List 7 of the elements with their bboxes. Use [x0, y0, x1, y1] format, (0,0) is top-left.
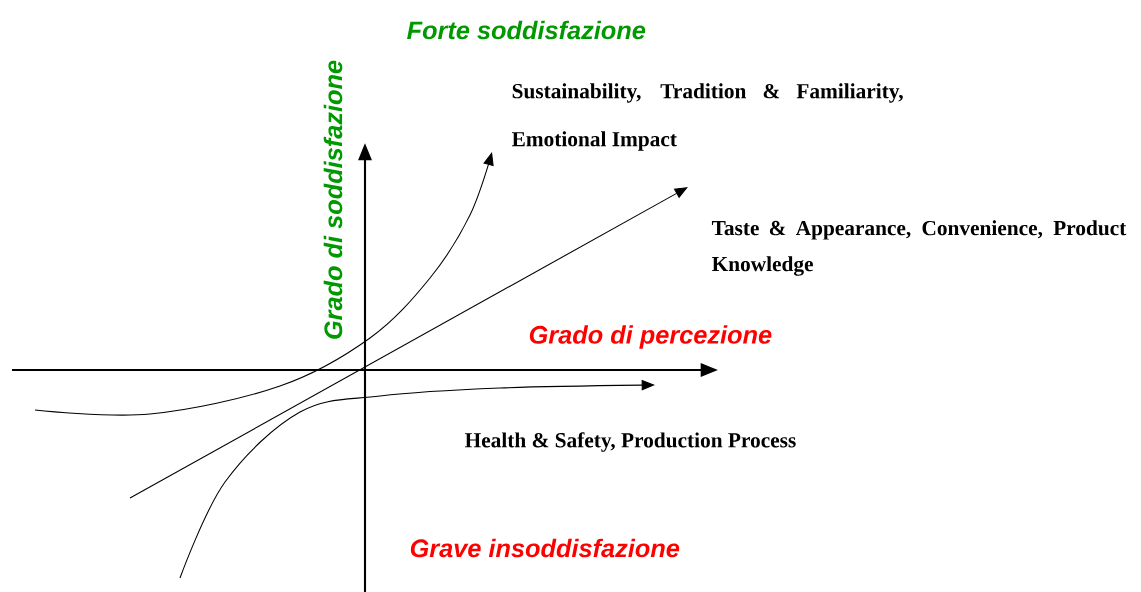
- axis-title: Grado di soddisfazione: [323, 60, 343, 339]
- curve-label: Sustainability, Tradition & Familiarity, Emotional Impact: [511, 83, 903, 151]
- curve-label: Health & Safety, Production Process: [464, 432, 796, 452]
- axis-heading: Grave insoddisfazione: [410, 538, 680, 558]
- axis-title: Grado di percezione: [529, 325, 772, 349]
- curve-label: Taste & Appearance, Convenience, Product Knowledge: [711, 220, 1127, 276]
- axis-heading: Forte soddisfazione: [407, 20, 646, 40]
